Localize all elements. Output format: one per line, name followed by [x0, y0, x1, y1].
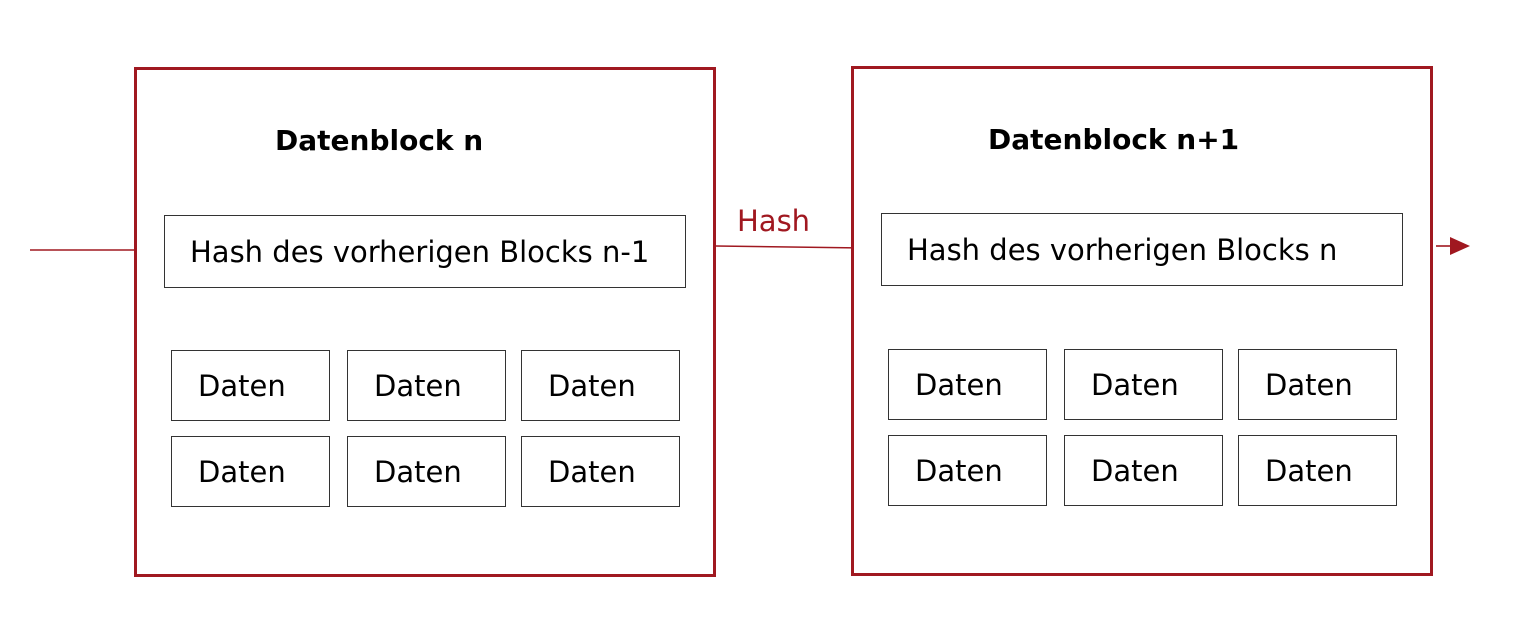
data-grid: Daten Daten Daten Daten Daten Daten	[171, 350, 681, 510]
data-cell: Daten	[347, 436, 506, 507]
data-grid: Daten Daten Daten Daten Daten Daten	[888, 349, 1398, 509]
previous-hash-field: Hash des vorherigen Blocks n-1	[164, 215, 686, 288]
previous-hash-field: Hash des vorherigen Blocks n	[881, 213, 1403, 286]
data-cell: Daten	[888, 435, 1047, 506]
datenblock-n: Datenblock n Hash des vorherigen Blocks …	[134, 67, 716, 577]
hash-link-label: Hash	[737, 204, 811, 238]
block-title: Datenblock n	[275, 124, 484, 157]
data-cell: Daten	[171, 436, 330, 507]
data-cell: Daten	[347, 350, 506, 421]
outgoing-arrow-head	[1450, 237, 1470, 255]
block-title: Datenblock n+1	[988, 123, 1240, 156]
data-cell: Daten	[888, 349, 1047, 420]
data-cell: Daten	[1238, 349, 1397, 420]
data-cell: Daten	[1064, 349, 1223, 420]
data-cell: Daten	[171, 350, 330, 421]
data-cell: Daten	[521, 436, 680, 507]
hash-link-arrow	[715, 245, 865, 249]
datenblock-n-plus-1: Datenblock n+1 Hash des vorherigen Block…	[851, 66, 1433, 576]
data-cell: Daten	[1238, 435, 1397, 506]
data-cell: Daten	[521, 350, 680, 421]
data-cell: Daten	[1064, 435, 1223, 506]
